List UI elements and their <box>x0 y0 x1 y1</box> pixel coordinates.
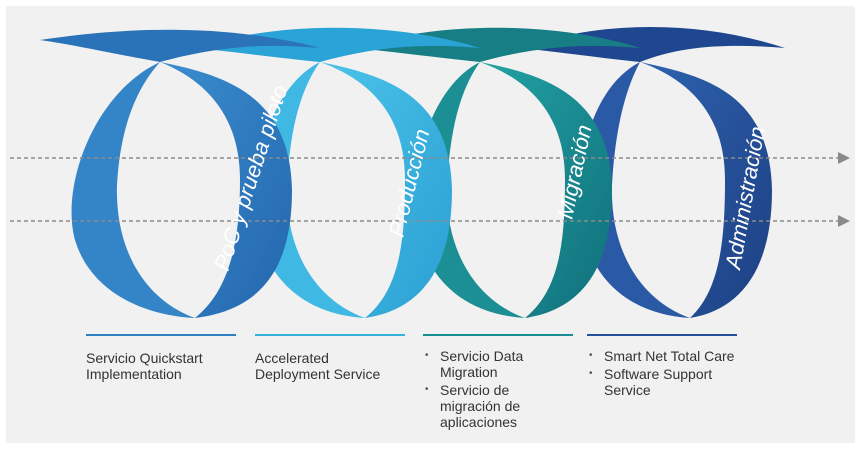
loop-2 <box>195 27 480 318</box>
loop-2-back-ribbon <box>195 27 480 63</box>
stage-4-services: Smart Net Total Care Software Support Se… <box>587 334 737 400</box>
loop-1 <box>40 29 320 318</box>
stage-3-rule <box>423 334 573 336</box>
stage-1-services: Servicio Quickstart Implementation <box>86 334 236 382</box>
loop-3-right-ribbon <box>480 62 612 318</box>
loop-1-left-ribbon <box>71 62 195 318</box>
stage-3-bullet: Servicio Data Migration <box>423 348 573 380</box>
stage-3-bullet-list: Servicio Data Migration Servicio de migr… <box>423 348 573 430</box>
stage-4-bullet-list: Smart Net Total Care Software Support Se… <box>587 348 737 398</box>
loop-1-right-ribbon <box>160 62 292 318</box>
stage-2-service-text: Accelerated Deployment Service <box>255 350 381 382</box>
stage-4-bullet: Software Support Service <box>587 366 737 398</box>
loop-4-left-ribbon <box>579 62 690 318</box>
stage-3-bullet: Servicio de migración de aplicaciones <box>423 382 573 430</box>
loop-4-right-ribbon <box>640 62 772 318</box>
stage-1-rule <box>86 334 236 336</box>
stage-4-bullet: Smart Net Total Care <box>587 348 737 364</box>
stage-3-services: Servicio Data Migration Servicio de migr… <box>423 334 573 432</box>
stage-2-services: Accelerated Deployment Service <box>255 334 405 382</box>
loop-1-back-ribbon <box>40 29 320 62</box>
stage-2-rule <box>255 334 405 336</box>
stage-1-service-text: Servicio Quickstart Implementation <box>86 350 203 382</box>
loop-2-left-ribbon <box>255 62 365 318</box>
stage-4-rule <box>587 334 737 336</box>
loop-2-right-ribbon <box>320 62 452 318</box>
